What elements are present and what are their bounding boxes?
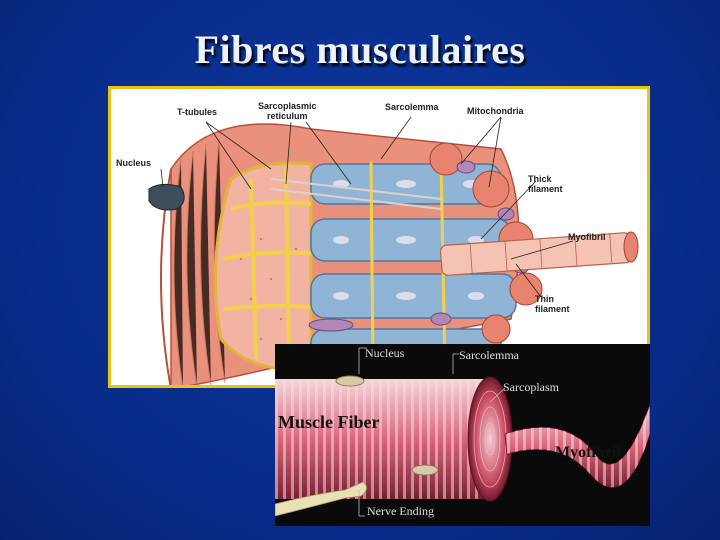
label-thick-filament: Thick filament <box>528 174 563 194</box>
label-mitochondria: Mitochondria <box>467 106 524 116</box>
label-myofibril-bottom: Myofibril <box>555 444 621 461</box>
label-nucleus-bottom: Nucleus <box>365 346 405 360</box>
muscle-fiber-cutaway-diagram: T-tubules Sarcoplasmic reticulum Sarcole… <box>108 86 650 388</box>
label-sarcolemma-bottom: Sarcolemma <box>459 348 519 362</box>
label-sarcoplasm: Sarcoplasm <box>503 380 559 394</box>
label-muscle-fiber: Muscle Fiber <box>278 412 380 432</box>
label-sarcoplasmic-reticulum: Sarcoplasmic reticulum <box>258 101 317 121</box>
label-thin-filament: Thin filament <box>535 294 570 314</box>
muscle-fiber-3d-diagram: Nucleus Sarcolemma Sarcoplasm Muscle Fib… <box>275 344 650 526</box>
label-nucleus-top: Nucleus <box>116 158 152 168</box>
label-t-tubules: T-tubules <box>177 107 217 117</box>
slide-title: Fibres musculaires <box>194 27 526 72</box>
label-myofibril-top: Myofibril <box>568 232 606 242</box>
label-nerve-ending: Nerve Ending <box>367 504 434 518</box>
label-sarcolemma-top: Sarcolemma <box>385 102 439 112</box>
fiber-illustration <box>275 347 650 517</box>
